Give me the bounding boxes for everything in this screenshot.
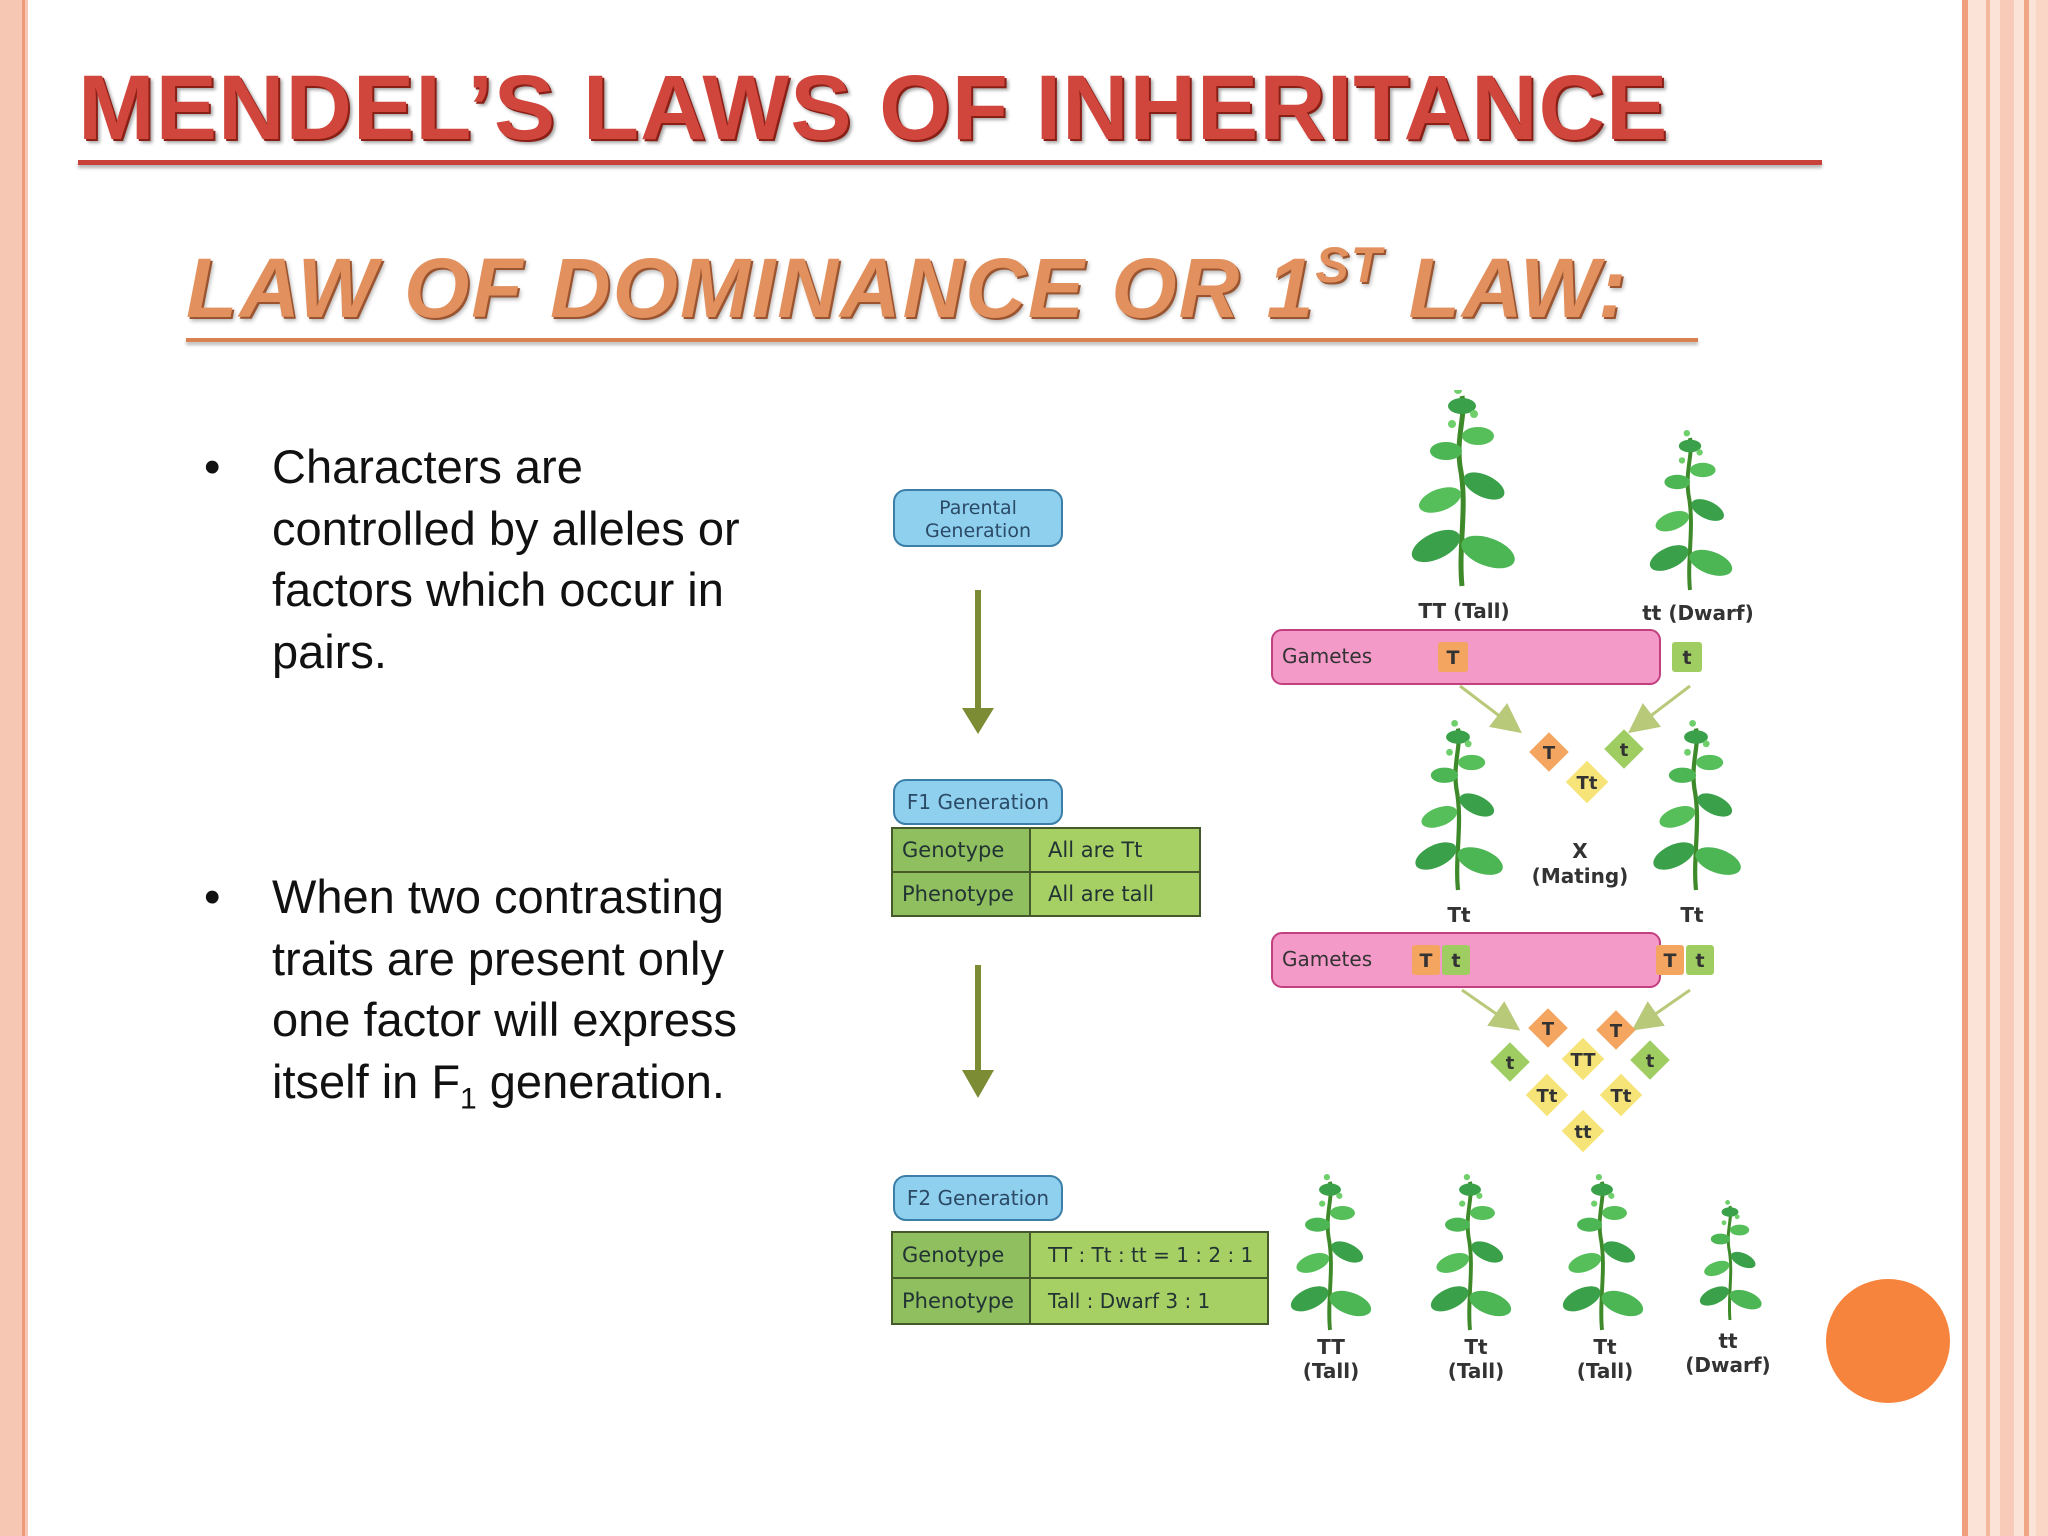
f1-phenotype-key: Phenotype xyxy=(902,882,1014,906)
plant-f2-Tt-2 xyxy=(1557,1172,1649,1332)
f2-genotype-value: TT : Tt : tt = 1 : 2 : 1 xyxy=(1047,1243,1253,1267)
parent-gametes-label: Gametes xyxy=(1282,644,1372,668)
svg-text:TT: TT xyxy=(1571,1050,1597,1071)
plant-tall-parent xyxy=(1407,390,1519,586)
svg-text:t: t xyxy=(1646,1051,1655,1072)
bullet-marker: • xyxy=(204,440,221,493)
slide-title: MENDEL’S LAWS OF INHERITANCE xyxy=(78,57,1669,159)
plant-dwarf-parent xyxy=(1646,430,1736,590)
f2-generation-box xyxy=(893,1175,1063,1221)
f1-left-gamete-T: T xyxy=(1420,950,1433,972)
parent-dwarf-label: tt (Dwarf) xyxy=(1642,601,1754,625)
parental-generation-label-line2: Generation xyxy=(925,520,1031,542)
parent-tall-label: TT (Tall) xyxy=(1418,599,1509,623)
mating-label: (Mating) xyxy=(1532,864,1629,888)
parental-generation-label-line1: Parental xyxy=(939,497,1017,519)
title-underline xyxy=(78,160,1822,165)
mating-x: X xyxy=(1572,839,1588,863)
plant-f2-tt xyxy=(1695,1198,1766,1322)
svg-text:Tt: Tt xyxy=(1611,1086,1632,1107)
f1-left-gamete-t: t xyxy=(1451,950,1460,972)
f2-punnett-diamonds: T T t t TT Tt Tt tt xyxy=(1490,1008,1670,1153)
right-frame-border xyxy=(1962,0,2048,1536)
f2-plant-3-geno: Tt xyxy=(1593,1335,1617,1359)
plant-f2-Tt-1 xyxy=(1425,1172,1517,1332)
parental-generation-box xyxy=(893,489,1063,547)
bullet-item-dominance: • When two contrasting traits are presen… xyxy=(200,866,760,1129)
plant-f1-right xyxy=(1649,720,1744,890)
f1-right-gamete-T: T xyxy=(1664,950,1677,972)
f2-plant-4-geno: tt xyxy=(1718,1329,1738,1353)
monohybrid-cross-diagram: Parental Generation F1 Generation Genoty… xyxy=(891,390,1771,1383)
bullet-item-alleles: • Characters are controlled by alleles o… xyxy=(200,436,760,682)
f1-plant-left-label: Tt xyxy=(1447,903,1471,927)
f2-genotype-key: Genotype xyxy=(902,1243,1004,1267)
f2-plant-2-pheno: (Tall) xyxy=(1448,1359,1505,1383)
f2-plant-3-pheno: (Tall) xyxy=(1577,1359,1634,1383)
f2-generation-label: F2 Generation xyxy=(907,1186,1049,1210)
svg-text:Tt: Tt xyxy=(1537,1086,1558,1107)
bullet-list: • Characters are controlled by alleles o… xyxy=(200,436,760,1129)
subtitle-underline xyxy=(186,338,1698,342)
f1-cross-gamete-t: t xyxy=(1620,740,1629,761)
f2-plant-1-geno: TT xyxy=(1317,1335,1345,1359)
f1-generation-label: F1 Generation xyxy=(907,790,1049,814)
bullet-marker: • xyxy=(204,870,221,923)
f1-phenotype-value: All are tall xyxy=(1048,882,1154,906)
svg-text:t: t xyxy=(1506,1053,1515,1074)
f1-generation-box xyxy=(893,779,1063,825)
f1-gametes-label: Gametes xyxy=(1282,947,1372,971)
accent-circle xyxy=(1826,1279,1950,1403)
f1-zygote-label: Tt xyxy=(1577,773,1598,794)
f1-table: Genotype All are Tt Phenotype All are ta… xyxy=(891,827,1201,917)
f2-phenotype-value: Tall : Dwarf 3 : 1 xyxy=(1047,1289,1210,1313)
plant-f2-TT xyxy=(1285,1172,1377,1332)
svg-text:T: T xyxy=(1610,1021,1623,1042)
plant-f1-left xyxy=(1411,720,1506,890)
svg-text:T: T xyxy=(1542,1019,1555,1040)
slide-subtitle: LAW OF DOMINANCE OR 1ST LAW: xyxy=(186,237,1629,335)
parent-gamete-t: t xyxy=(1682,647,1691,669)
f1-plant-right-label: Tt xyxy=(1680,903,1704,927)
left-frame-border xyxy=(0,0,28,1536)
f1-genotype-key: Genotype xyxy=(902,838,1004,862)
f2-plant-2-geno: Tt xyxy=(1464,1335,1488,1359)
f1-right-gamete-t: t xyxy=(1695,950,1704,972)
f2-table: Genotype TT : Tt : tt = 1 : 2 : 1 Phenot… xyxy=(891,1231,1269,1325)
svg-text:tt: tt xyxy=(1574,1122,1592,1143)
f2-phenotype-key: Phenotype xyxy=(902,1289,1014,1313)
f1-genotype-value: All are Tt xyxy=(1048,838,1142,862)
f2-plant-4-pheno: (Dwarf) xyxy=(1685,1353,1770,1377)
f1-cross-gamete-T: T xyxy=(1543,743,1556,764)
parent-gamete-T: T xyxy=(1447,647,1460,669)
f2-plant-1-pheno: (Tall) xyxy=(1303,1359,1360,1383)
